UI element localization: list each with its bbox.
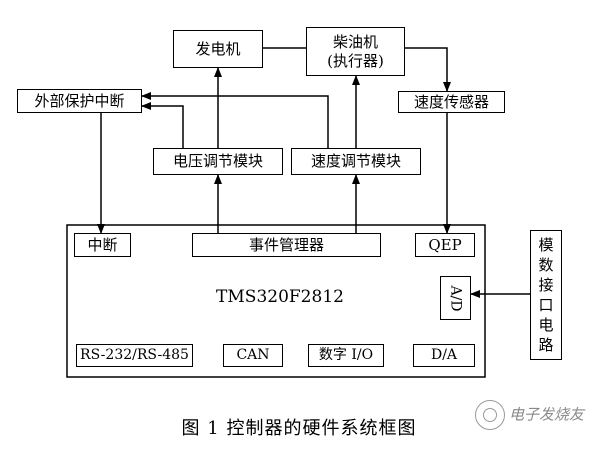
rs-label: RS-232/RS-485 [80,347,189,363]
voltage-module-label: 电压调节模块 [172,152,263,170]
rs-serial-block: RS-232/RS-485 [76,344,193,367]
speed-sensor-label: 速度传感器 [413,92,489,111]
da-label: D/A [430,347,458,363]
digital-io-label: 数字 I/O [318,347,374,363]
external-protection-label: 外部保护中断 [34,91,125,110]
event-manager-block: 事件管理器 [192,233,381,257]
da-block: D/A [413,344,475,367]
external-protection-block: 外部保护中断 [17,89,142,113]
event-manager-label: 事件管理器 [248,235,324,254]
analog-char-3: 接 [538,276,554,294]
generator-block: 发电机 [173,30,263,68]
chip-name-label: TMS320F2812 [216,287,344,307]
analog-char-5: 电 [538,316,554,334]
analog-char-1: 模 [538,236,554,254]
can-label: CAN [236,347,270,363]
analog-char-6: 路 [538,336,554,354]
digital-io-block: 数字 I/O [308,344,384,367]
qep-label: QEP [428,235,462,254]
interrupt-block: 中断 [74,233,131,257]
qep-block: QEP [415,233,475,257]
controller-board [66,224,486,378]
watermark-text: 电子发烧友 [508,405,584,424]
diesel-engine-block: 柴油机 (执行器) [306,27,405,76]
speed-sensor-block: 速度传感器 [398,91,505,113]
diesel-engine-sublabel: (执行器) [327,51,384,70]
can-block: CAN [223,344,283,367]
analog-interface-circuit: 模 数 接 口 电 路 [530,230,562,360]
diesel-engine-label: 柴油机 [332,32,378,51]
analog-char-4: 口 [538,296,554,314]
interrupt-label: 中断 [87,235,118,254]
ad-label: A/D [448,284,464,312]
speed-regulation-module: 速度调节模块 [291,148,421,175]
voltage-regulation-module: 电压调节模块 [153,148,283,175]
chip-name: TMS320F2812 [180,285,380,309]
watermark-logo-icon [474,400,505,430]
figure-caption: 图 1 控制器的硬件系统框图 [181,418,417,439]
ad-converter-block: A/D [440,276,471,320]
watermark: 电子发烧友 [474,400,584,430]
speed-module-label: 速度调节模块 [310,152,401,170]
generator-label: 发电机 [195,39,241,58]
analog-char-2: 数 [538,256,554,274]
